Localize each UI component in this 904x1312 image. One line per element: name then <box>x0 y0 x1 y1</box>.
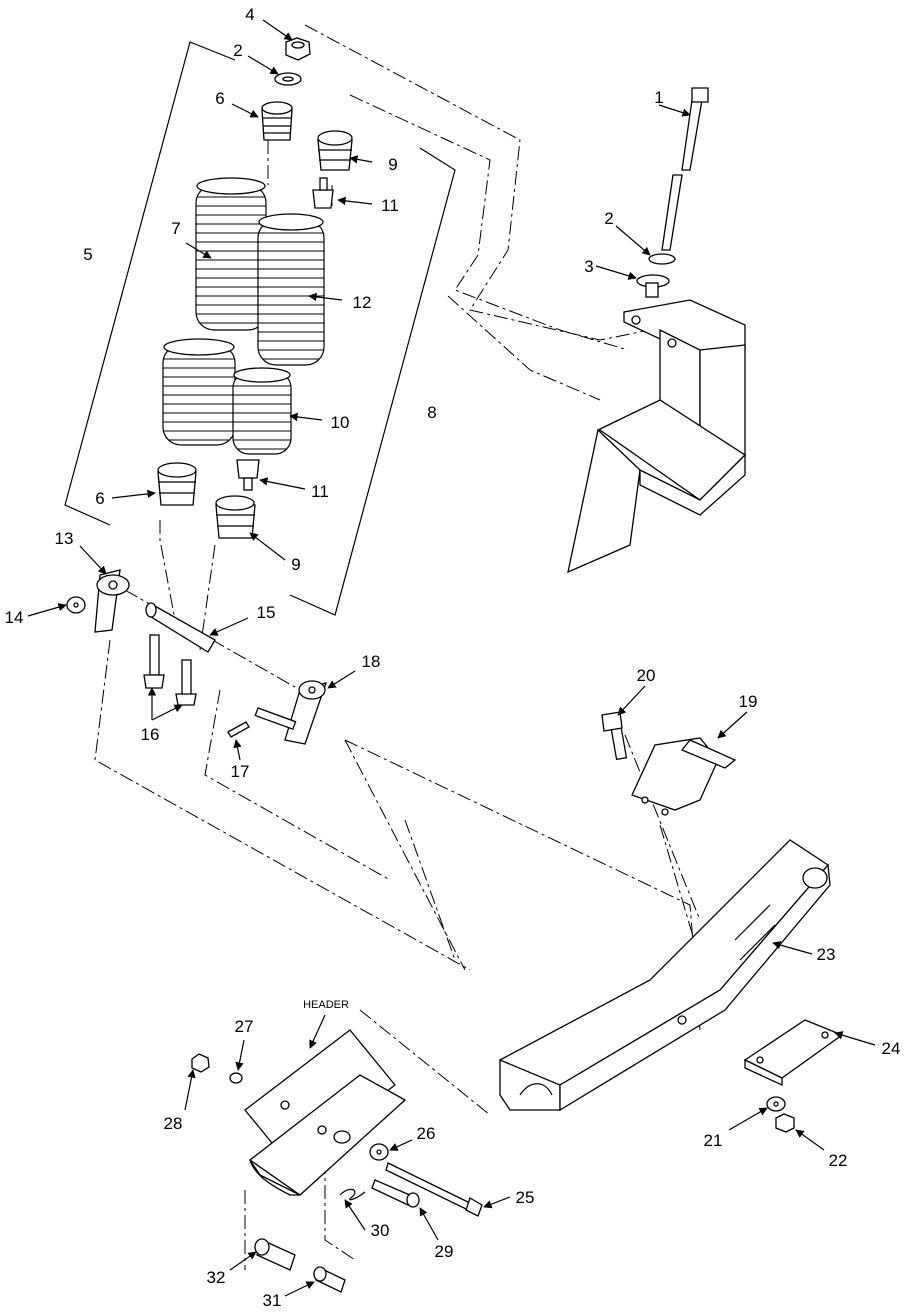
callout-2-right: 2 <box>604 209 613 228</box>
callout-29: 29 <box>435 1242 454 1261</box>
callout-22: 22 <box>829 1151 848 1170</box>
spring-part-10 <box>232 367 292 455</box>
spring-part-12 <box>257 213 325 366</box>
bushing-part-3 <box>636 274 670 298</box>
callout-23: 23 <box>817 945 836 964</box>
adjuster-part-11-upper <box>312 177 334 209</box>
mount-bracket <box>567 299 747 574</box>
washer-part-26 <box>369 1143 389 1161</box>
spring-seat-part-9-upper <box>317 130 353 171</box>
washer-part-27 <box>229 1072 243 1084</box>
callout-31: 31 <box>263 1291 282 1310</box>
bracket-outlines <box>64 41 456 616</box>
clip-part-30 <box>339 1188 366 1201</box>
callout-4: 4 <box>245 5 254 24</box>
callout-20: 20 <box>637 666 656 685</box>
callout-13: 13 <box>55 529 74 548</box>
callout-16: 16 <box>141 725 160 744</box>
callout-7: 7 <box>171 219 180 238</box>
callout-2-upper: 2 <box>233 41 242 60</box>
callout-15: 15 <box>257 603 276 622</box>
callout-24: 24 <box>882 1039 901 1058</box>
callout-6-lower: 6 <box>95 489 104 508</box>
callout-1: 1 <box>654 88 663 107</box>
bolts-part-16 <box>143 634 197 706</box>
callout-labels: 4 2 6 7 5 9 11 12 8 10 11 6 9 13 14 15 1… <box>5 5 901 1310</box>
callout-27: 27 <box>235 1017 254 1036</box>
callout-30: 30 <box>371 1221 390 1240</box>
bolt-part-1 <box>661 87 709 251</box>
callout-10: 10 <box>331 413 350 432</box>
sleeve-part-32 <box>254 1238 296 1271</box>
nut-part-22 <box>775 1113 795 1133</box>
callout-21: 21 <box>704 1131 723 1150</box>
callout-9-lower: 9 <box>291 555 300 574</box>
callout-18: 18 <box>362 652 381 671</box>
link-plate-part-18 <box>254 680 328 745</box>
washer-part-14 <box>66 596 86 614</box>
nut-part-4 <box>285 37 311 61</box>
cotter-pin-part-17 <box>227 721 250 738</box>
callout-11-lower: 11 <box>311 482 329 501</box>
callout-28: 28 <box>164 1114 183 1133</box>
sleeve-part-31 <box>313 1266 346 1293</box>
callout-26: 26 <box>417 1124 436 1143</box>
pin-part-15 <box>145 602 216 653</box>
callout-14: 14 <box>5 608 24 627</box>
spring-part-7 <box>195 177 267 331</box>
adjuster-part-11-lower <box>236 459 260 491</box>
callout-11-upper: 11 <box>381 196 399 215</box>
callout-25: 25 <box>516 1188 535 1207</box>
callout-12: 12 <box>353 293 372 312</box>
bushing-part-29 <box>371 1179 420 1208</box>
washer-part-2-right <box>648 253 676 265</box>
nut-part-28 <box>191 1053 210 1073</box>
spring-part-7-lower <box>162 338 236 446</box>
callout-19: 19 <box>739 692 758 711</box>
washer-part-21 <box>766 1096 786 1112</box>
plate-part-24 <box>743 1019 844 1087</box>
washer-part-2-upper <box>274 72 302 86</box>
clamp-part-19 <box>631 737 737 816</box>
callout-9-upper: 9 <box>388 155 397 174</box>
header-frame <box>244 1029 407 1196</box>
callout-3: 3 <box>584 257 593 276</box>
header-label: HEADER <box>303 999 349 1011</box>
callout-8: 8 <box>427 403 436 422</box>
leader-arrows <box>27 19 876 1297</box>
callout-32: 32 <box>207 1268 226 1287</box>
bolt-part-25 <box>385 1162 483 1217</box>
bushing-part-6-upper <box>261 101 293 141</box>
callout-17: 17 <box>231 762 250 781</box>
bushing-part-6-lower <box>157 462 197 506</box>
arm-part-23 <box>499 839 831 1112</box>
link-plate-part-13 <box>94 569 130 633</box>
callout-5: 5 <box>83 245 92 264</box>
callout-6-upper: 6 <box>215 89 224 108</box>
spring-seat-part-9-lower <box>215 495 256 539</box>
bolt-part-20 <box>601 711 628 761</box>
